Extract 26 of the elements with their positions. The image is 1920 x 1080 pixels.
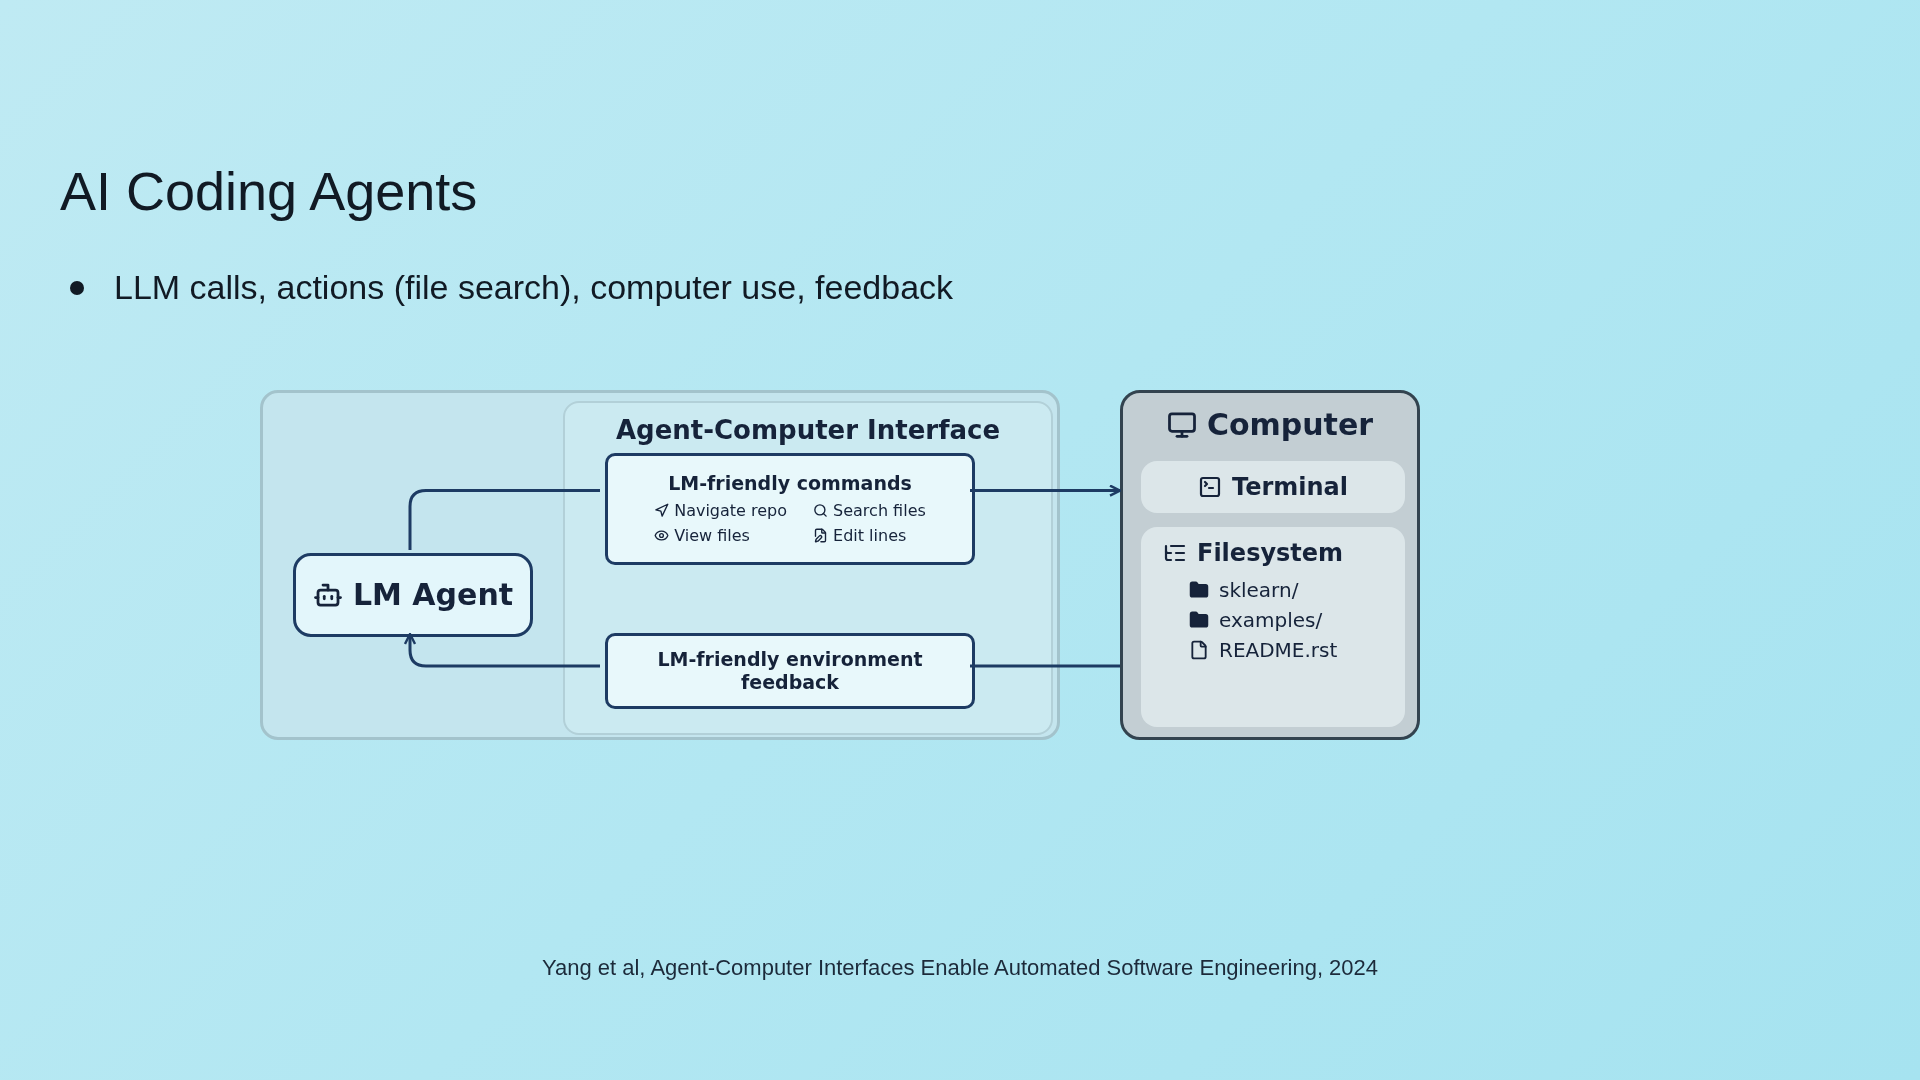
command-text: Edit lines (833, 526, 907, 546)
box-label: Terminal (1231, 472, 1348, 502)
file-name: sklearn/ (1219, 577, 1299, 602)
command-text: View files (674, 526, 750, 546)
panel (260, 390, 1060, 740)
box-label: LM-friendly environment feedback (656, 648, 924, 694)
citation-text: Yang et al, Agent-Computer Interfaces Enable Automated Software Engineering, 2024 (540, 955, 1380, 981)
box-label: Computer (1206, 407, 1374, 443)
box (605, 453, 975, 565)
command-text: Search files (833, 501, 926, 521)
box (1141, 461, 1405, 513)
box (293, 553, 533, 637)
box (1141, 527, 1405, 727)
box-label: Filesystem (1197, 539, 1344, 568)
box-label: Agent-Computer Interface (615, 415, 1001, 447)
connector-arrow (970, 484, 1122, 497)
box-label: LM Agent (352, 577, 514, 613)
box (1120, 390, 1420, 740)
file-name: examples/ (1219, 607, 1323, 632)
box (563, 401, 1053, 735)
box-label: LM-friendly commands (668, 472, 912, 496)
slide-title: AI Coding Agents (60, 160, 478, 222)
command-text: Navigate repo (674, 501, 788, 521)
box (605, 633, 975, 709)
file-name: README.rst (1219, 637, 1338, 662)
bullet-text: LLM calls, actions (file search), computer use, feedback (114, 268, 954, 307)
